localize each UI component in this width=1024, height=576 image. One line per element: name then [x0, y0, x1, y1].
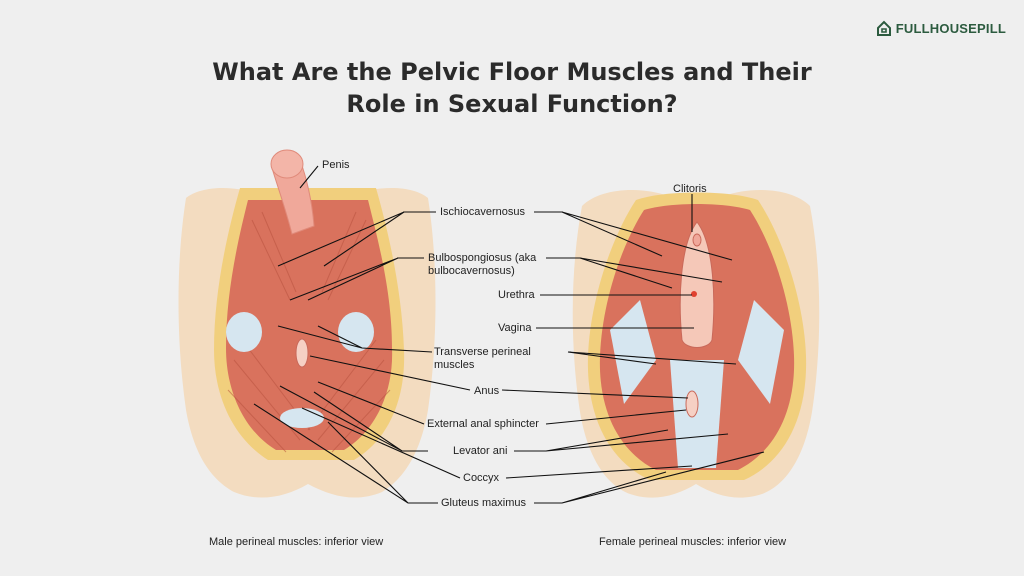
house-icon [876, 20, 891, 36]
male-anus [295, 338, 309, 368]
female-urethra [691, 291, 697, 297]
leader-coccyx-male [301, 407, 461, 479]
leader-levator-female [514, 429, 729, 452]
label-anus: Anus [474, 385, 500, 397]
leader-ischio-female [534, 211, 733, 261]
label-gluteus-maximus: Gluteus maximus [441, 497, 526, 509]
label-bulbospongiosus-line-1: Bulbospongiosus (aka [428, 252, 537, 264]
label-clitoris: Clitoris [673, 183, 707, 195]
male-ligament-right [338, 312, 374, 352]
page-title: What Are the Pelvic Floor Muscles and Th… [0, 56, 1024, 120]
label-ischiocavernosus: Ischiocavernosus [440, 206, 525, 218]
label-vagina: Vagina [498, 322, 532, 334]
label-levator-ani: Levator ani [453, 445, 508, 457]
male-muscle-field [226, 200, 393, 450]
female-center-ligament [670, 360, 724, 468]
male-figure [178, 149, 436, 498]
leader-coccyx-female [505, 465, 693, 479]
leader-anus-male [309, 355, 471, 391]
male-ligament-left [226, 312, 262, 352]
female-anus [685, 390, 699, 418]
female-vulva [679, 221, 715, 348]
label-transverse-line-2: muscles [434, 359, 475, 371]
label-penis: Penis [322, 159, 350, 171]
leader-bulbo-male [289, 257, 424, 301]
label-transverse-perineal: Transverse perineal muscles [434, 346, 531, 372]
leader-penis [299, 165, 319, 189]
brand-logo: FULLHOUSEPILL [876, 20, 1006, 36]
label-bulbospongiosus-line-2: bulbocavernosus) [428, 265, 515, 277]
leader-transverse-male [277, 325, 433, 353]
leader-transverse-female [567, 351, 737, 365]
female-ligament-left [610, 300, 656, 404]
male-muscle-fibers [227, 211, 391, 453]
female-ligament-right [738, 300, 784, 404]
leader-lines [253, 165, 765, 504]
label-external-anal-sphincter: External anal sphincter [427, 418, 539, 430]
leader-levator-male [279, 385, 428, 452]
leader-ischio-male [277, 211, 436, 267]
label-transverse-line-1: Transverse perineal [434, 346, 531, 358]
leader-ext-sphincter-female [545, 409, 687, 425]
female-clitoris [692, 233, 702, 247]
title-line-2: Role in Sexual Function? [346, 90, 678, 118]
female-figure [572, 190, 820, 498]
leader-gluteus-female [534, 451, 765, 504]
brand-name: FULLHOUSEPILL [895, 20, 1006, 36]
caption-male: Male perineal muscles: inferior view [209, 536, 384, 548]
male-glans [270, 149, 304, 179]
leader-ext-sphincter-male [317, 381, 425, 425]
leader-gluteus-male [253, 403, 438, 504]
label-coccyx: Coccyx [463, 472, 500, 484]
label-bulbospongiosus: Bulbospongiosus (aka bulbocavernosus) [428, 252, 536, 278]
caption-female: Female perineal muscles: inferior view [599, 536, 787, 548]
title-line-1: What Are the Pelvic Floor Muscles and Th… [212, 58, 812, 86]
leader-bulbo-female [546, 257, 723, 289]
label-urethra: Urethra [498, 289, 535, 301]
leader-anus-female [501, 389, 689, 399]
